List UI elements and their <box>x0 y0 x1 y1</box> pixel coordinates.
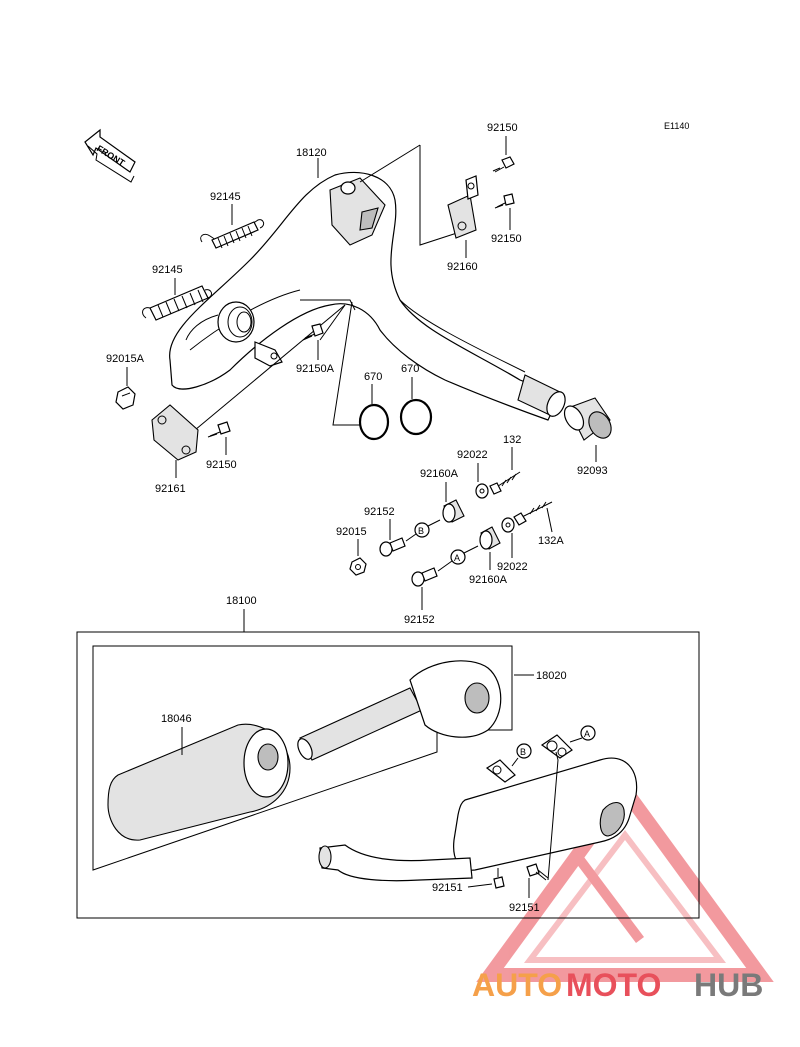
gasket-670-right <box>399 398 433 436</box>
svg-text:A: A <box>584 729 590 739</box>
svg-text:B: B <box>418 526 424 536</box>
bracket-92161 <box>151 404 199 461</box>
pipe-spring-coil <box>185 301 255 343</box>
label-92150-mid: 92150 <box>491 233 522 245</box>
marker-a-upper: A <box>450 549 466 565</box>
label-92145-lower: 92145 <box>152 264 183 276</box>
label-132: 132 <box>503 434 521 446</box>
label-92150-low: 92150 <box>206 459 237 471</box>
bolt-92150A <box>302 323 324 341</box>
label-92152-lower: 92152 <box>404 614 435 626</box>
label-92161: 92161 <box>155 483 186 495</box>
label-92151-right: 92151 <box>509 902 540 914</box>
svg-text:B: B <box>520 747 526 757</box>
label-92145-upper: 92145 <box>210 191 241 203</box>
front-arrow-icon: FRONT <box>84 128 136 183</box>
spring-92145-upper <box>200 219 265 249</box>
label-670-left: 670 <box>364 371 382 383</box>
label-92022-lower: 92022 <box>497 561 528 573</box>
label-18120: 18120 <box>296 147 327 159</box>
marker-b-upper: B <box>414 522 430 538</box>
bolt-92151-right <box>526 863 549 881</box>
label-92015A: 92015A <box>106 353 145 365</box>
label-132A: 132A <box>538 535 564 547</box>
label-18046: 18046 <box>161 713 192 725</box>
label-92022-upper: 92022 <box>457 449 488 461</box>
gasket-670-left <box>358 403 390 441</box>
washer-92022-upper <box>475 483 489 499</box>
bolt-92150-top <box>492 156 515 173</box>
bolt-132A <box>513 501 553 526</box>
packing-18046 <box>107 723 291 841</box>
bolt-92151-left <box>493 868 505 889</box>
watermark-text: AUTO MOTO HUB <box>472 967 763 1003</box>
collar-92160A-upper <box>442 499 465 523</box>
label-92151-left: 92151 <box>432 882 463 894</box>
collar-92160A-lower <box>479 526 501 550</box>
bolt-92150-low <box>207 421 231 438</box>
marker-b-lower: B <box>516 743 532 759</box>
silencer-body <box>318 734 638 882</box>
bolt-92150-mid <box>494 193 515 209</box>
diagram-code: E1140 <box>664 121 689 131</box>
label-92093: 92093 <box>577 465 608 477</box>
svg-text:AUTO: AUTO <box>472 967 562 1003</box>
marker-a-lower: A <box>580 725 596 741</box>
washer-92022-lower <box>501 517 515 533</box>
label-18100: 18100 <box>226 595 257 607</box>
label-92160A-upper: 92160A <box>420 468 459 480</box>
exhaust-pipe-18120 <box>169 171 566 421</box>
seal-92093 <box>563 397 612 441</box>
svg-text:A: A <box>454 553 460 563</box>
bracket-92160 <box>447 175 479 239</box>
silencer-core-18020 <box>297 660 502 761</box>
label-92015: 92015 <box>336 526 367 538</box>
label-92160: 92160 <box>447 261 478 273</box>
svg-text:HUB: HUB <box>694 967 763 1003</box>
bolt-92152-lower <box>411 567 438 587</box>
label-92152-upper: 92152 <box>364 506 395 518</box>
bolt-132 <box>489 471 521 495</box>
watermark-logo <box>476 778 774 982</box>
spring-92145-lower <box>142 285 213 321</box>
label-92160A-lower: 92160A <box>469 574 508 586</box>
label-92150-top: 92150 <box>487 122 518 134</box>
nut-92015 <box>349 557 367 576</box>
label-670-right: 670 <box>401 363 419 375</box>
label-18020: 18020 <box>536 670 567 682</box>
nut-92015A <box>115 386 136 410</box>
muffler-assembly-box <box>76 631 700 919</box>
label-92150A: 92150A <box>296 363 335 375</box>
bolt-92152-upper <box>379 537 406 557</box>
svg-text:MOTO: MOTO <box>566 967 661 1003</box>
